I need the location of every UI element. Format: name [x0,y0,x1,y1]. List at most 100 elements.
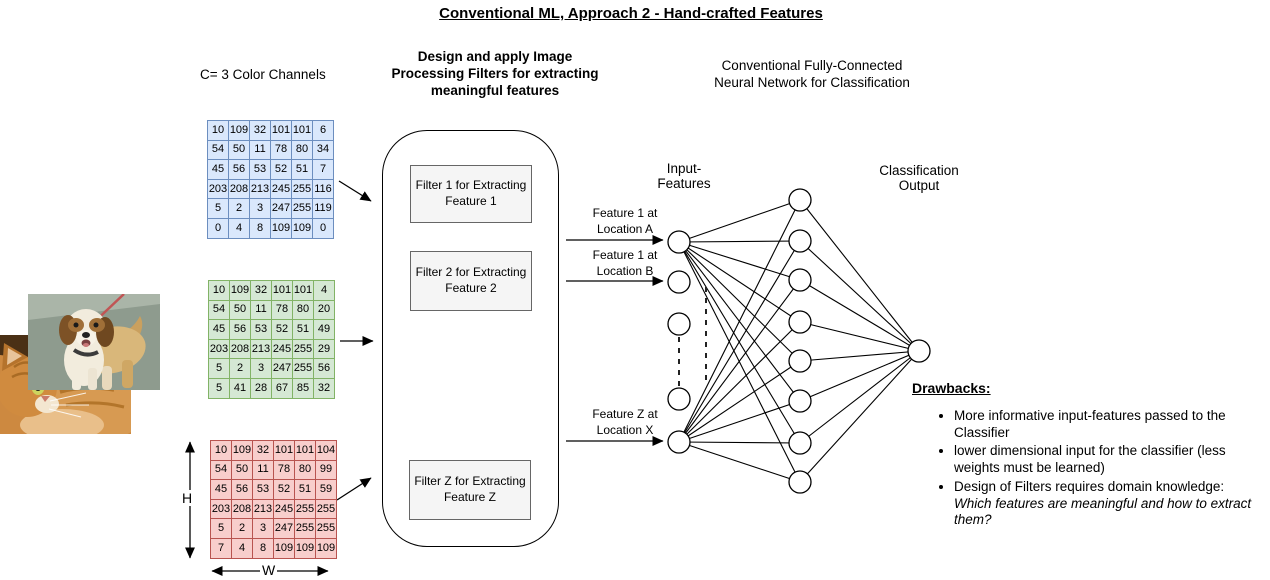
feature-1-location-b-label: Feature 1 at Location B [592,248,658,278]
matrix-cell: 52 [271,319,293,340]
matrix-cell: 4 [313,280,335,301]
matrix-cell: 34 [312,139,334,161]
matrix-cell: 50 [228,139,250,161]
classification-output-label: Classification Output [879,163,959,193]
matrix-cell: 32 [252,440,274,461]
matrix-cell: 247 [270,198,292,219]
drawback-item: Design of Filters requires domain knowle… [954,479,1265,529]
matrix-cell: 56 [231,479,253,500]
neuron-node [788,470,812,494]
matrix-cell: 101 [270,120,292,141]
matrix-cell: 109 [273,537,295,559]
matrix-cell: 3 [250,358,272,379]
matrix-cell: 255 [294,498,316,520]
matrix-cell: 5 [208,358,230,379]
matrix-cell: 119 [312,198,334,219]
matrix-cell: 213 [252,498,274,520]
matrix-cell: 80 [291,139,313,161]
matrix-cell: 54 [207,139,229,161]
matrix-cell: 208 [231,498,253,520]
matrix-cell: 52 [270,159,292,180]
matrix-cell: 53 [252,479,274,500]
matrix-cell: 247 [271,358,293,379]
hidden-layer-nodes [788,188,812,494]
matrix-cell: 28 [250,377,272,399]
matrix-cell: 10 [208,280,230,301]
matrix-cell: 109 [231,440,253,461]
matrix-cell: 99 [315,459,337,481]
matrix-cell: 41 [229,377,251,399]
page-title: Conventional ML, Approach 2 - Hand-craft… [439,5,823,22]
hidden-to-output-edges [799,199,920,483]
matrix-cell: 245 [270,178,292,200]
matrix-cell: 0 [312,217,334,239]
matrix-cell: 11 [250,299,272,321]
neuron-node [667,270,691,294]
matrix-cell: 101 [271,280,293,301]
dog-illustration [28,294,160,390]
output-layer-node [907,339,931,363]
matrix-cell: 5 [208,377,230,399]
matrix-cell: 0 [207,217,229,239]
input-to-hidden-edges [678,199,801,483]
matrix-cell: 45 [208,319,230,340]
matrix-cell: 49 [313,319,335,340]
matrix-cell: 3 [252,518,274,539]
matrix-cell: 29 [313,338,335,360]
matrix-cell: 20 [313,299,335,321]
matrix-cell: 101 [273,440,295,461]
matrix-cell: 255 [315,518,337,539]
node-ellipsis-dashed-lines [678,287,707,387]
matrix-cell: 255 [294,518,316,539]
matrix-cell: 255 [315,498,337,520]
neuron-node [788,268,812,292]
matrix-cell: 109 [315,537,337,559]
neuron-node [667,430,691,454]
width-label: W [260,562,278,578]
matrix-cell: 255 [291,198,313,219]
matrix-cell: 78 [273,459,295,481]
matrix-cell: 101 [292,280,314,301]
matrix-cell: 3 [249,198,271,219]
matrix-to-filter-arrows [336,180,374,501]
matrix-cell: 4 [231,537,253,559]
matrix-cell: 7 [210,537,232,559]
neuron-node [667,312,691,336]
matrix-cell: 213 [250,338,272,360]
neuron-node [667,230,691,254]
matrix-cell: 52 [273,479,295,500]
neuron-node [907,339,931,363]
matrix-cell: 32 [249,120,271,141]
matrix-cell: 53 [250,319,272,340]
drawback-item: More informative input-features passed t… [954,408,1265,441]
color-channels-label: C= 3 Color Channels [200,67,326,82]
matrix-cell: 11 [249,139,271,161]
matrix-cell: 208 [228,178,250,200]
feature-z-location-x-label: Feature Z at Location X [592,407,658,437]
matrix-cell: 5 [210,518,232,539]
matrix-cell: 109 [270,217,292,239]
neuron-node [788,229,812,253]
filter-box-1: Filter 1 for Extracting Feature 1 [410,165,532,223]
matrix-cell: 59 [315,479,337,500]
dog-photo [28,294,160,390]
matrix-cell: 32 [313,377,335,399]
matrix-cell: 45 [207,159,229,180]
filter-box-2: Filter 2 for Extracting Feature 2 [410,251,532,311]
matrix-cell: 53 [249,159,271,180]
matrix-cell: 208 [229,338,251,360]
matrix-cell: 245 [273,498,295,520]
matrix-cell: 4 [228,217,250,239]
matrix-cell: 51 [291,159,313,180]
matrix-cell: 56 [313,358,335,379]
matrix-cell: 54 [210,459,232,481]
matrix-cell: 56 [229,319,251,340]
matrix-cell: 45 [210,479,232,500]
matrix-cell: 203 [208,338,230,360]
input-features-label: Input- Features [657,161,711,191]
neuron-node [788,389,812,413]
